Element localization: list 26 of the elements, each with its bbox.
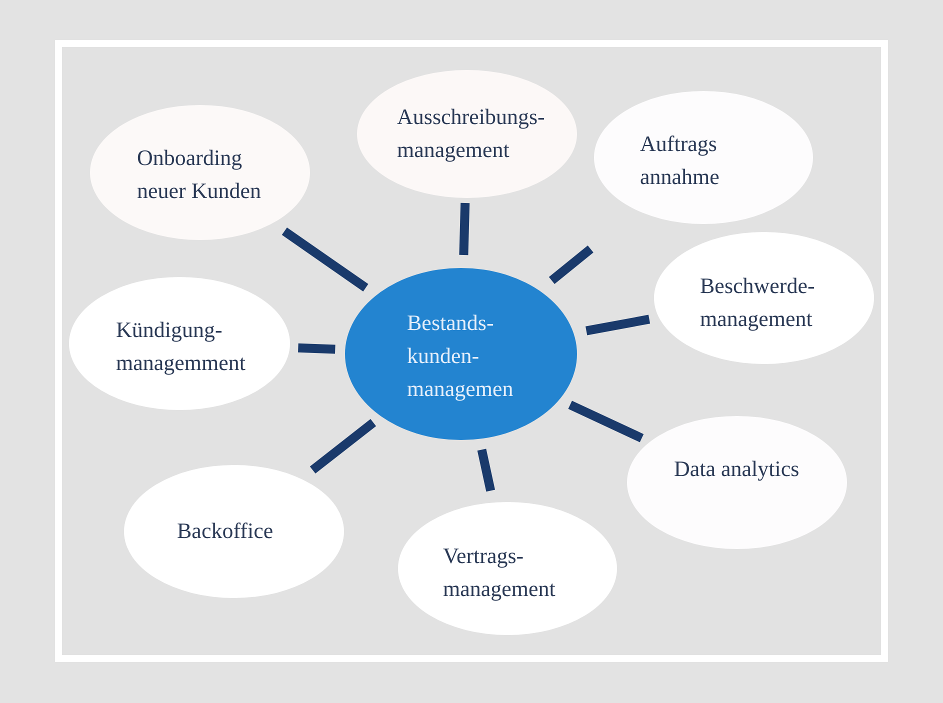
hub-ellipse (345, 268, 577, 440)
connector-bar (586, 314, 650, 336)
topic-label: Vertrags- management (443, 542, 556, 603)
topic-ellipse (627, 416, 847, 549)
topic-ellipse (69, 277, 290, 410)
topic-ellipse (357, 70, 577, 198)
connector-bar (282, 228, 368, 292)
topic-label: Beschwerde- management (700, 272, 816, 333)
topic-label: Auftrags annahme (640, 130, 720, 190)
connector-bar (548, 246, 594, 284)
topic-ellipse (594, 91, 813, 224)
connector-bar (310, 419, 376, 474)
connector-bar (568, 400, 644, 442)
topic-label: Data analytics (674, 454, 800, 483)
connector-bar (459, 202, 470, 256)
connector-bar (477, 448, 496, 492)
topic-label: Ausschreibungs- management (397, 102, 546, 164)
topic-ellipse (90, 105, 310, 240)
topic-ellipse (398, 502, 617, 635)
topic-label: Onboarding neuer Kunden (137, 144, 262, 204)
hub-label: Bestands- kunden- managemen (407, 308, 514, 403)
topic-ellipse (654, 232, 874, 364)
topic-label: Kündigung- managemment (116, 316, 247, 377)
topic-label: Backoffice (177, 516, 274, 544)
connector-bar (298, 343, 336, 354)
topic-ellipse (124, 465, 344, 598)
